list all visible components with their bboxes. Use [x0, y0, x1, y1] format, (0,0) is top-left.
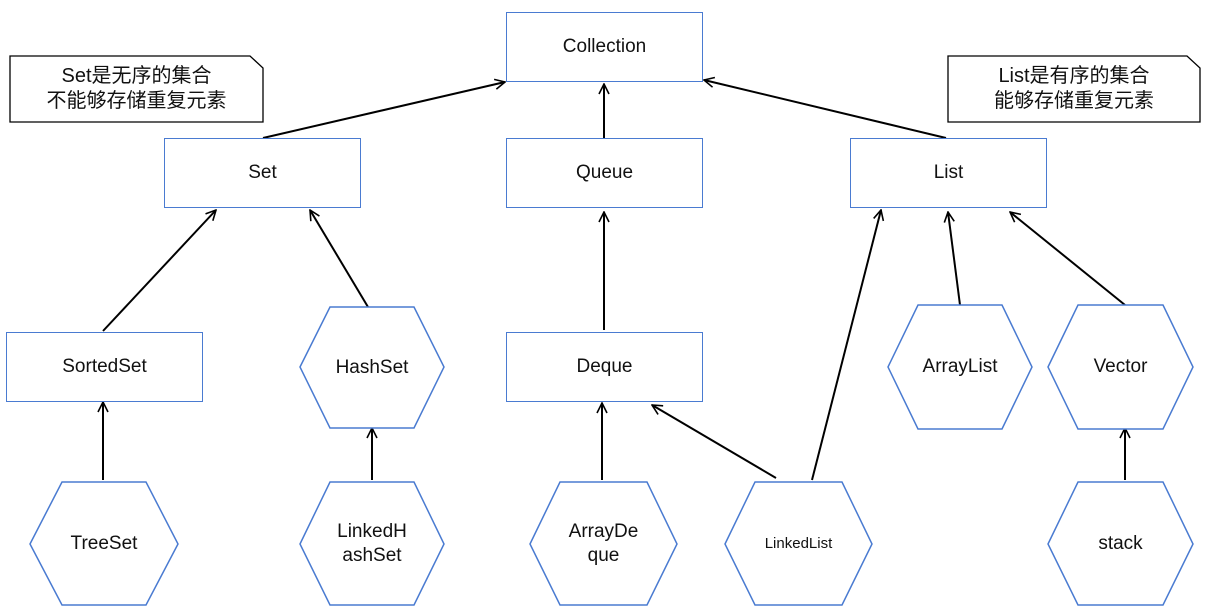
- linkedlist-label: LinkedList: [764, 534, 833, 552]
- linkedhashset-label: LinkedH ashSet: [300, 482, 444, 605]
- arrow-hashset-to-set: [310, 210, 369, 308]
- arraydeque-label: ArrayDe que: [530, 482, 677, 605]
- list-note: List是有序的集合 能够存储重复元素: [950, 58, 1198, 120]
- treeset-label: TreeSet: [70, 532, 138, 554]
- arraydeque-label-line2: que: [587, 544, 620, 566]
- arraylist-label: ArrayList: [922, 356, 998, 377]
- set-node: Set: [164, 138, 361, 208]
- collection-node: Collection: [506, 12, 703, 82]
- list-note-callout: [947, 55, 1201, 123]
- arrow-sortedset-to-set: [102, 210, 216, 332]
- list-note-line1: List是有序的集合: [998, 65, 1150, 87]
- list-node: List: [850, 138, 1047, 208]
- arraydeque-label-line1: ArrayDe: [568, 520, 639, 542]
- set-note-callout: [9, 55, 264, 123]
- sortedset-node: SortedSet: [6, 332, 203, 402]
- linkedhashset-label-line1: LinkedH: [337, 520, 407, 542]
- arraydeque-hexagon: [529, 481, 678, 606]
- linkedlist-hexagon: [724, 481, 873, 606]
- set-note-line2: 不能够存储重复元素: [46, 90, 227, 112]
- list-note-line2: 能够存储重复元素: [994, 90, 1154, 112]
- queue-node: Queue: [506, 138, 703, 208]
- set-note: Set是无序的集合 不能够存储重复元素: [12, 58, 261, 120]
- linkedhashset-hexagon: [299, 481, 445, 606]
- arrow-vector-to-list: [1010, 212, 1126, 306]
- arrow-linkedlist-to-deque: [652, 405, 777, 479]
- stack-hexagon: [1047, 481, 1194, 606]
- arrow-list-to-collection: [704, 80, 947, 139]
- linkedhashset-label-line2: ashSet: [342, 544, 402, 566]
- vector-hexagon: [1047, 304, 1194, 430]
- arrow-arraylist-to-list: [948, 212, 961, 306]
- treeset-hexagon: [29, 481, 179, 606]
- hashset-hexagon: [299, 306, 445, 429]
- arrow-linkedlist-to-list: [811, 210, 881, 481]
- set-note-line1: Set是无序的集合: [61, 65, 212, 87]
- arraylist-hexagon: [887, 304, 1033, 430]
- arrow-set-to-collection: [262, 82, 505, 139]
- hashset-label: HashSet: [335, 356, 409, 378]
- deque-node: Deque: [506, 332, 703, 402]
- stack-label: stack: [1098, 532, 1143, 554]
- vector-label: Vector: [1093, 356, 1148, 377]
